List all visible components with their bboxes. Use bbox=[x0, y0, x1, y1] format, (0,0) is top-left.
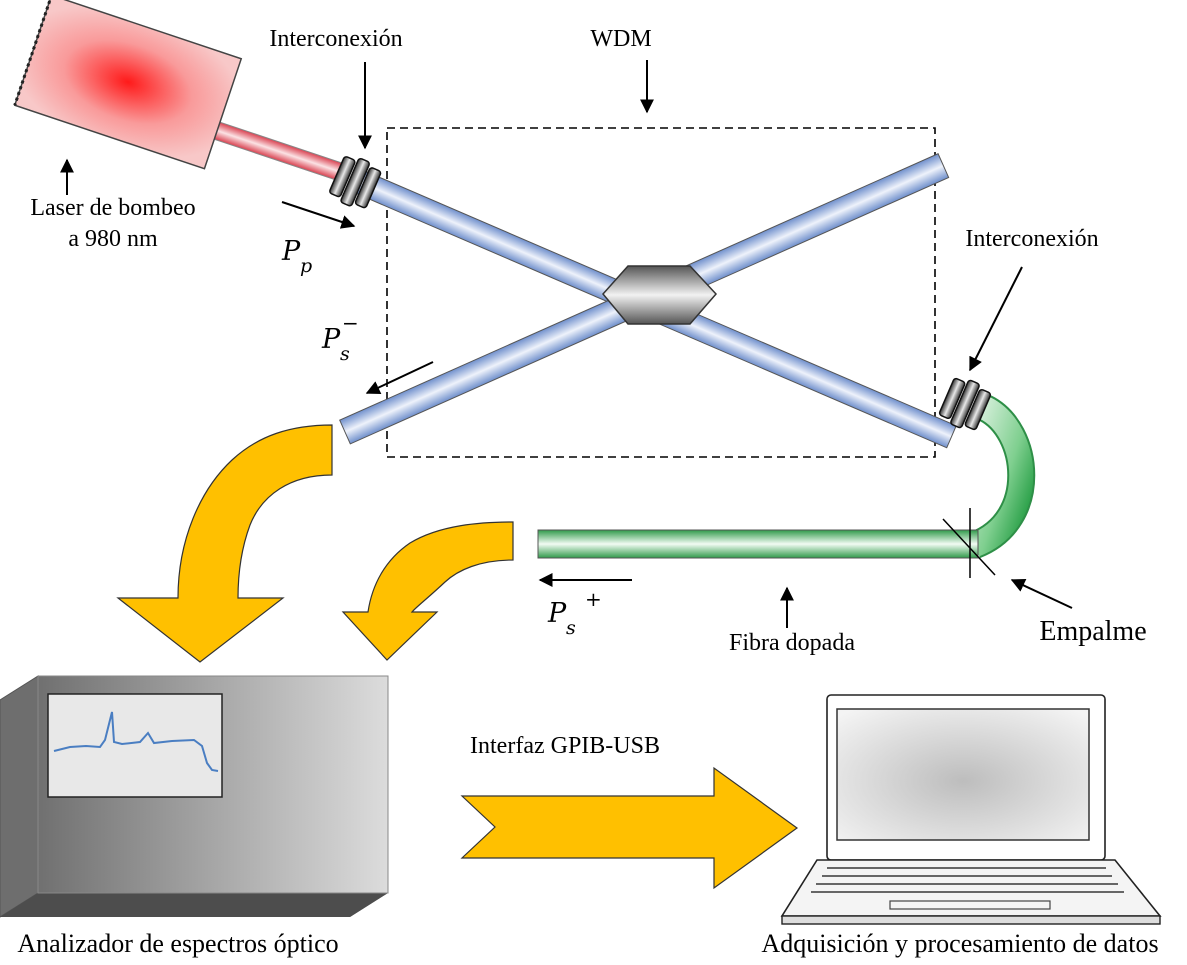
laser-label-line1: Laser de bombeo bbox=[30, 195, 195, 221]
pump-fiber bbox=[211, 120, 347, 183]
wdm-frame bbox=[386, 127, 936, 458]
interface-arrow bbox=[460, 766, 799, 890]
bent-arrow-backward bbox=[116, 424, 333, 663]
interconnect-right-label: Interconexión bbox=[965, 226, 1098, 252]
pump-direction-arrow bbox=[281, 201, 356, 229]
wdm-coupler-icon bbox=[602, 265, 718, 325]
pump-power-symbol: P p bbox=[281, 236, 312, 277]
laptop-icon bbox=[780, 694, 1162, 925]
backward-direction-arrow bbox=[365, 361, 434, 394]
doped-fiber-label: Fibra dopada bbox=[729, 630, 855, 656]
fiber-connector-icon bbox=[938, 377, 992, 431]
svg-text:−: − bbox=[342, 311, 359, 335]
bent-arrow-forward bbox=[341, 521, 514, 661]
spectrum-analyzer-icon bbox=[0, 675, 389, 918]
interface-label: Interfaz GPIB-USB bbox=[470, 733, 660, 759]
splice-arrow bbox=[1010, 578, 1073, 609]
svg-text:p: p bbox=[300, 255, 312, 277]
fiber-connector-icon bbox=[329, 156, 382, 209]
laser-source-icon bbox=[13, 0, 243, 170]
doped-fiber bbox=[537, 529, 979, 559]
splice-mark bbox=[942, 518, 996, 576]
analyzer-label: Analizador de espectros óptico bbox=[17, 929, 338, 958]
wdm-label: WDM bbox=[590, 26, 651, 52]
splice-label: Empalme bbox=[1039, 616, 1146, 647]
forward-signal-symbol: P s + bbox=[547, 587, 602, 639]
laser-label-line2: a 980 nm bbox=[68, 226, 158, 252]
spectrum-trace bbox=[53, 711, 219, 772]
interconnect-right-arrow bbox=[969, 266, 1023, 372]
svg-text:P: P bbox=[321, 324, 341, 355]
svg-text:s: s bbox=[340, 343, 350, 365]
analyzer-screen bbox=[47, 693, 223, 798]
backward-signal-symbol: P s − bbox=[321, 311, 359, 365]
computer-label: Adquisición y procesamiento de datos bbox=[761, 929, 1158, 958]
svg-text:s: s bbox=[566, 617, 576, 639]
interconnect-top-label: Interconexión bbox=[269, 26, 402, 52]
svg-text:P: P bbox=[547, 598, 567, 629]
svg-text:P: P bbox=[281, 236, 301, 267]
svg-text:+: + bbox=[585, 587, 602, 611]
